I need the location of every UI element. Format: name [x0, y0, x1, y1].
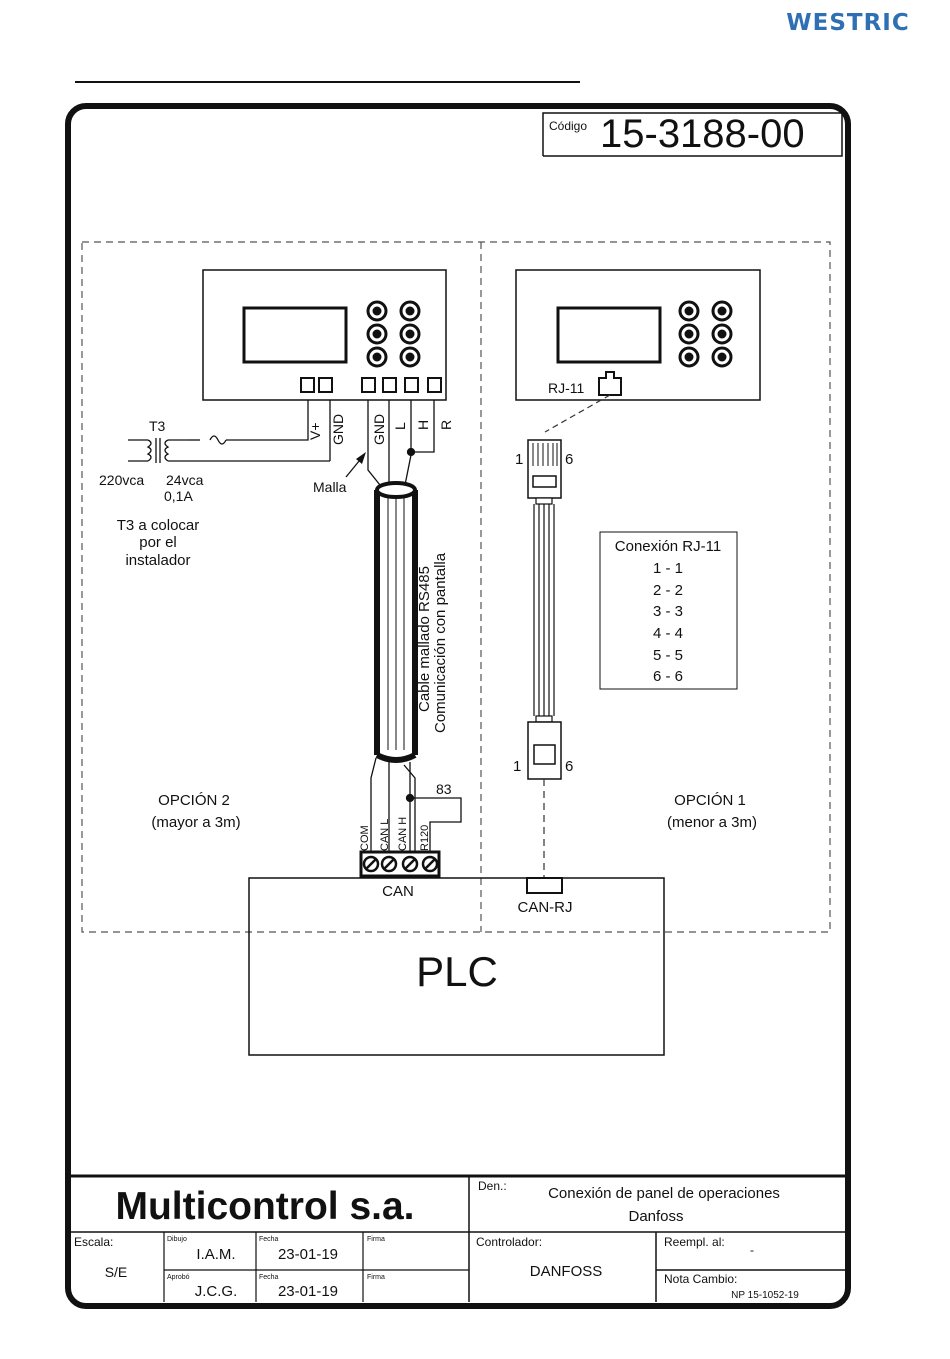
option1-title: OPCIÓN 1: [674, 792, 746, 809]
operator-panel-right: RJ-11: [515, 269, 761, 401]
code-box: Código 15-3188-00: [542, 112, 843, 157]
terminal-label-gnd-2: GND: [371, 414, 387, 445]
can-label: CAN: [382, 883, 414, 900]
firma-label-1: Firma: [367, 1236, 385, 1243]
transformer-primary: 220vca: [99, 472, 144, 488]
jumper-label: 83: [436, 781, 452, 797]
fecha-label-2: Fecha: [259, 1274, 279, 1281]
plc-label: PLC: [416, 948, 498, 995]
rj-pin-right-bottom: 6: [565, 758, 573, 775]
code-value: 15-3188-00: [600, 112, 805, 156]
panel-keypad-right: [678, 300, 733, 368]
can-terminal-canh: CAN H: [397, 817, 409, 851]
aprobo-value: J.C.G.: [195, 1283, 238, 1300]
nota-value: NP 15-1052-19: [731, 1290, 799, 1301]
malla-label: Malla: [313, 479, 347, 495]
option2-title: OPCIÓN 2: [158, 792, 230, 809]
can-terminal-block: [359, 850, 441, 878]
rj-table-row: 6 - 6: [653, 668, 683, 685]
rj-table-title: Conexión RJ-11: [615, 538, 721, 555]
rj11-cable: [527, 439, 562, 780]
jack-to-plug-line: [544, 394, 611, 433]
terminal-label-gnd-1: GND: [330, 414, 346, 445]
rj11-connection-table: Conexión RJ-11 1 - 1 2 - 2 3 - 3 4 - 4 5…: [599, 531, 738, 690]
rj-table-row: 1 - 1: [653, 560, 683, 577]
malla-arrow: [345, 452, 366, 478]
transformer-current: 0,1A: [164, 488, 193, 504]
terminal-label-r: R: [438, 420, 454, 430]
company-name: Multicontrol s.a.: [115, 1185, 414, 1228]
panel-display-right: [556, 306, 662, 364]
rj-table-row: 3 - 3: [653, 603, 683, 620]
fecha-value-2: 23-01-19: [278, 1283, 338, 1300]
sheet-border: [65, 103, 851, 1309]
dibujo-label: Dibujo: [167, 1236, 187, 1243]
dibujo-value: I.A.M.: [196, 1246, 235, 1263]
rs485-upper-wires: [367, 400, 435, 486]
shielded-cable: [374, 481, 418, 763]
transformer-note-2: por el: [139, 534, 177, 551]
can-terminal-canl: CAN L: [379, 819, 391, 851]
den-label: Den.:: [478, 1179, 507, 1193]
title-block: [70, 1174, 846, 1302]
escala-value: S/E: [105, 1264, 128, 1280]
reempl-value: -: [750, 1243, 754, 1257]
panel-keypad: [366, 300, 421, 368]
westric-logo: WESTRIC: [786, 10, 909, 36]
den-line-2: Danfoss: [628, 1208, 683, 1225]
reempl-label: Reempl. al:: [664, 1235, 725, 1249]
can-rj-port: [526, 877, 563, 894]
controlador-label: Controlador:: [476, 1235, 542, 1249]
terminal-label-vplus: V+: [307, 422, 323, 440]
transformer-note-3: instalador: [125, 552, 190, 569]
terminal-label-l: L: [392, 422, 408, 430]
controlador-value: DANFOSS: [530, 1263, 603, 1280]
nota-label: Nota Cambio:: [664, 1272, 737, 1286]
fecha-label-1: Fecha: [259, 1236, 279, 1243]
transformer-name: T3: [149, 418, 166, 434]
rs485-lower-wires: [370, 757, 462, 860]
operator-panel-left: [202, 269, 447, 401]
can-terminal-com: COM: [359, 825, 371, 851]
can-rj-label: CAN-RJ: [518, 899, 573, 916]
panel-display: [242, 306, 348, 364]
rj-table-row: 2 - 2: [653, 582, 683, 599]
code-label: Código: [549, 119, 587, 133]
transformer-secondary: 24vca: [166, 472, 204, 488]
firma-label-2: Firma: [367, 1274, 385, 1281]
rj11-jack-icon: [598, 371, 622, 396]
can-terminal-r120: R120: [419, 825, 431, 851]
option2-subtitle: (mayor a 3m): [151, 814, 240, 831]
rj11-jack-label: RJ-11: [548, 380, 585, 396]
terminal-label-h: H: [415, 420, 431, 430]
escala-label: Escala:: [74, 1235, 113, 1249]
rj-table-row: 4 - 4: [653, 625, 683, 642]
transformer-note-1: T3 a colocar: [117, 517, 200, 534]
cable-label-1: Cable mallado RS485: [416, 566, 433, 712]
panel-terminals: [300, 377, 442, 393]
transformer-t3: [128, 400, 331, 463]
rj-pin-left-bottom: 1: [513, 758, 521, 775]
aprobo-label: Aprobó: [167, 1274, 190, 1281]
rj11-plug-top: [527, 439, 562, 505]
cable-label-2: Comunicación con pantalla: [432, 552, 449, 733]
rj11-plug-bottom: [527, 715, 562, 780]
plc-box: [248, 877, 665, 1056]
den-line-1: Conexión de panel de operaciones: [548, 1185, 780, 1202]
rj-pin-left-top: 1: [515, 451, 523, 468]
rj-table-row: 5 - 5: [653, 647, 683, 664]
options-region: [81, 241, 831, 933]
option1-subtitle: (menor a 3m): [667, 814, 757, 831]
fecha-value-1: 23-01-19: [278, 1246, 338, 1263]
rj-pin-right-top: 6: [565, 451, 573, 468]
